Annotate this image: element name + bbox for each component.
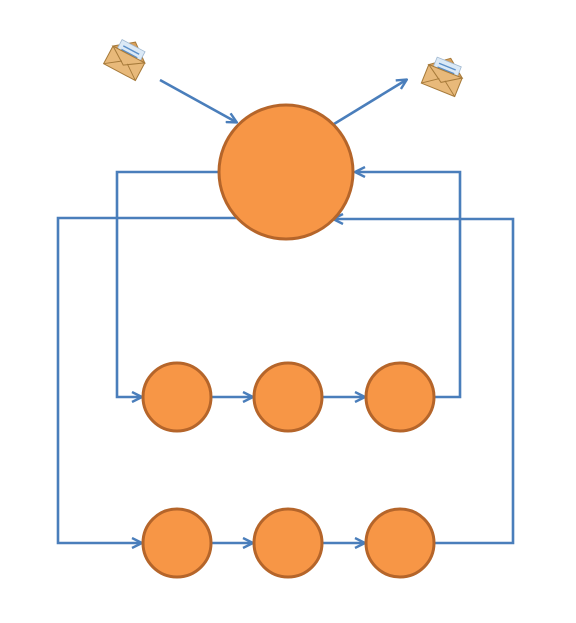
envelope-icon-part: [428, 64, 463, 83]
pipeline-a-return-arrow: [356, 172, 462, 399]
edges-layer: [56, 78, 515, 545]
pipeline-a-node-3: [364, 361, 436, 433]
nodes-layer: [141, 103, 436, 579]
pipeline-b-node-1: [141, 507, 213, 579]
envelope-icon-part: [437, 66, 455, 75]
envelope-icon-part: [121, 48, 138, 59]
hub-to-pipeline-a-arrow: [115, 170, 220, 397]
envelope-icon: [102, 38, 146, 82]
incoming-message-arrow: [159, 78, 236, 122]
pipeline-a-node-1: [141, 361, 213, 433]
envelope-icon: [420, 56, 464, 98]
envelope-icon-part: [420, 63, 463, 98]
outgoing-message-arrow: [333, 80, 406, 126]
envelope-icon-part: [102, 45, 146, 82]
pipeline-b-return-arrow: [334, 219, 515, 545]
hub-to-pipeline-b-arrow: [56, 216, 240, 543]
envelope-icon-part: [103, 60, 136, 81]
pipeline-a-node-2: [252, 361, 324, 433]
pipeline-b-node-2: [252, 507, 324, 579]
central-hub-node: [217, 103, 355, 241]
icons-layer: [102, 38, 464, 98]
envelope-icon-part: [122, 45, 140, 55]
pipeline-b-node-3: [364, 507, 436, 579]
envelope-icon-part: [421, 78, 456, 97]
envelope-icon-part: [438, 62, 456, 71]
envelope-icon-part: [112, 45, 145, 66]
